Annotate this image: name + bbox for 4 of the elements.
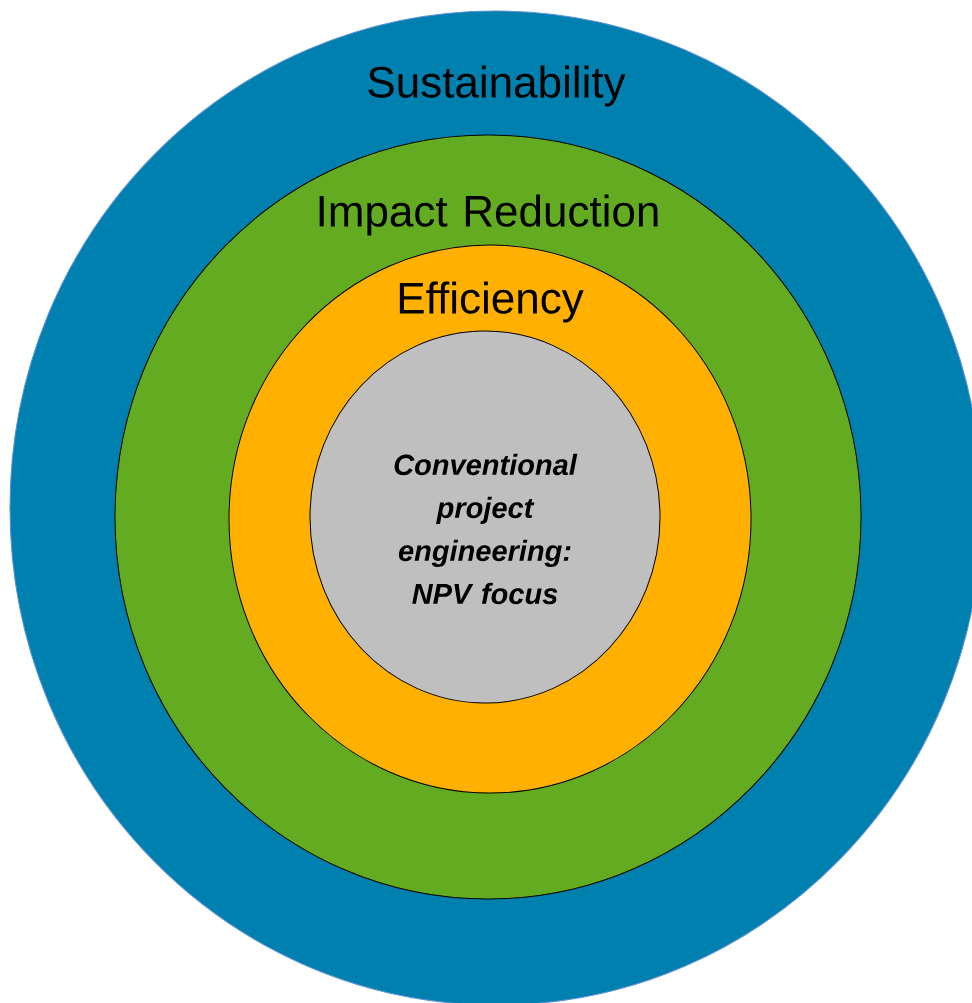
band-label: Efficiency <box>399 281 584 323</box>
band-label: Impact Reduction <box>319 194 658 236</box>
band-label: Sustainability <box>368 65 626 107</box>
band-label: Conventional project engineering: NPV focus <box>394 453 578 605</box>
